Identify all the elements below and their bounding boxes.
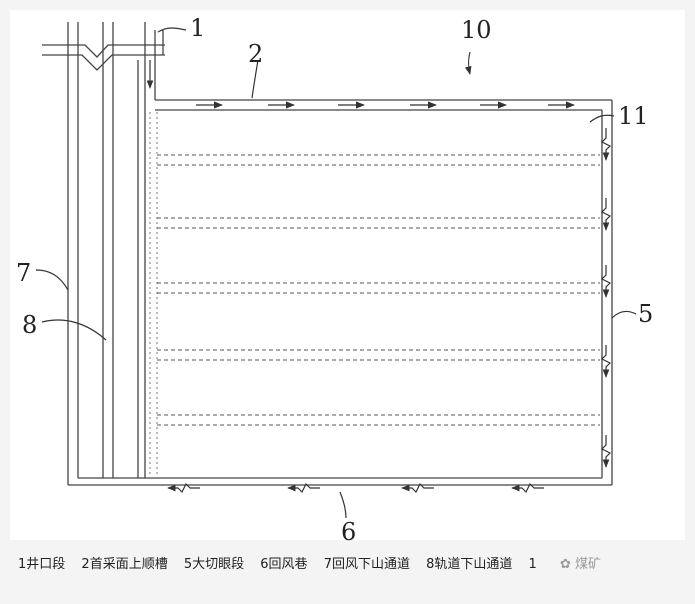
legend-item-2: 2首采面上顺槽 — [81, 557, 168, 572]
wechat-icon: ✿ — [560, 557, 571, 572]
inner-dotted-boundary — [149, 112, 158, 476]
label-1: 1 — [190, 14, 205, 42]
airflow-arrows-bottom — [167, 482, 544, 494]
label-7: 7 — [16, 259, 31, 287]
wellhead-section — [42, 30, 165, 100]
legend-item-1: 1井口段 — [18, 557, 66, 572]
label-8: 8 — [22, 311, 37, 339]
label-10: 10 — [461, 16, 492, 44]
airflow-arrows-right — [600, 128, 612, 468]
upper-roadway — [155, 99, 613, 485]
diagram-panel — [10, 10, 685, 540]
watermark: ✿ 煤矿 — [560, 553, 601, 572]
legend-item-8: 8轨道下山通道 — [426, 557, 513, 572]
watermark-text: 煤矿 — [575, 557, 602, 572]
label-2: 2 — [248, 40, 263, 68]
label-11: 11 — [618, 102, 649, 130]
track-passage — [102, 22, 146, 478]
leader-lines — [35, 27, 637, 519]
return-airway — [68, 477, 612, 486]
label-6: 6 — [341, 518, 356, 546]
return-air-passage — [67, 22, 79, 485]
legend-caption: 1井口段 2首采面上顺槽 5大切眼段 6回风巷 7回风下山通道 8轨道下山通道 … — [18, 553, 549, 572]
legend-item-partial: 1 — [528, 557, 537, 572]
working-face-lines — [157, 154, 600, 426]
legend-item-5: 5大切眼段 — [183, 557, 245, 572]
legend-item-7: 7回风下山通道 — [323, 557, 410, 572]
label-5: 5 — [638, 300, 653, 328]
legend-item-6: 6回风巷 — [260, 557, 308, 572]
